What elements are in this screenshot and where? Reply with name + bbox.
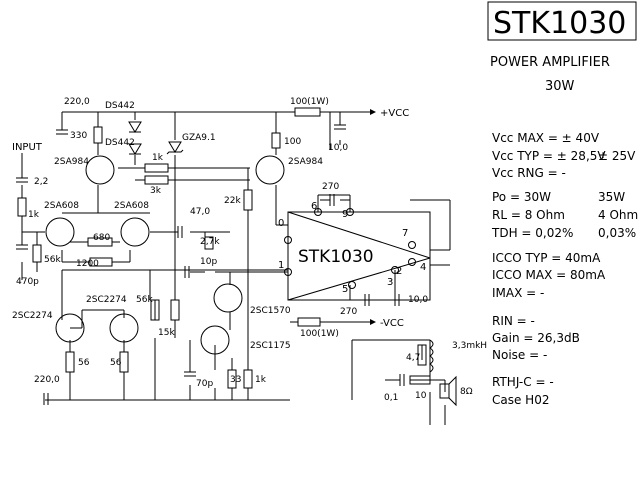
spec-rin: RIN = - bbox=[492, 314, 535, 328]
label-c10p: 10p bbox=[200, 257, 217, 267]
label-input: INPUT bbox=[12, 142, 43, 153]
label-2sc2274-a: 2SC2274 bbox=[12, 311, 53, 321]
label-r1200: 1200 bbox=[76, 259, 99, 269]
component-labels: INPUT +VCC -VCC 220,0 DS442 330 DS442 GZ… bbox=[12, 97, 487, 403]
label-ds442-a: DS442 bbox=[105, 101, 135, 111]
transistors bbox=[45, 155, 285, 355]
diodes bbox=[128, 121, 184, 155]
spec-noise: Noise = - bbox=[492, 348, 547, 362]
label-ds442-b: DS442 bbox=[105, 138, 135, 148]
speaker bbox=[439, 375, 457, 407]
spec-rl2: 4 Ohm bbox=[598, 208, 638, 222]
label-r22k: 22k bbox=[224, 196, 241, 206]
label-c270-top: 270 bbox=[322, 182, 339, 192]
label-2sc1570: 2SC1570 bbox=[250, 306, 291, 316]
label-2sc2274-b: 2SC2274 bbox=[86, 295, 127, 305]
inductor bbox=[429, 339, 434, 373]
label-r1k-bot: 1k bbox=[255, 375, 267, 385]
label-r100: 100 bbox=[284, 137, 301, 147]
spec-icco-max: ICCO MAX = 80mA bbox=[492, 268, 606, 282]
label-vcc-neg: -VCC bbox=[380, 318, 404, 329]
spec-rl: RL = 8 Ohm bbox=[492, 208, 565, 222]
spec-icco-typ: ICCO TYP = 40mA bbox=[492, 251, 601, 265]
label-c01: 0,1 bbox=[384, 393, 398, 403]
label-c10-top: 10,0 bbox=[328, 143, 348, 153]
spec-case: Case H02 bbox=[492, 393, 549, 407]
pin-6: 6 bbox=[311, 201, 317, 212]
label-r680: 680 bbox=[93, 233, 110, 243]
subtitle-power-amplifier: POWER AMPLIFIER bbox=[490, 55, 610, 70]
spec-tdh2: 0,03% bbox=[598, 226, 636, 240]
spec-gain: Gain = 26,3dB bbox=[492, 331, 580, 345]
spec-vcc-max: Vcc MAX = ± 40V bbox=[492, 131, 600, 145]
spec-rthj: RTHJ-C = - bbox=[492, 375, 554, 389]
rail-arrows bbox=[370, 109, 376, 325]
label-c220-top: 220,0 bbox=[64, 97, 90, 107]
label-2sa984-l: 2SA984 bbox=[54, 157, 89, 167]
spec-po: Po = 30W bbox=[492, 190, 551, 204]
label-r10: 10 bbox=[415, 391, 427, 401]
label-r56k-b: 56k bbox=[136, 295, 153, 305]
label-r3k: 3k bbox=[150, 186, 162, 196]
label-speaker: 8Ω bbox=[460, 387, 473, 397]
label-2sa608-r: 2SA608 bbox=[114, 201, 149, 211]
spec-vcc-rng: Vcc RNG = - bbox=[492, 166, 566, 180]
label-r56k: 56k bbox=[44, 255, 61, 265]
pin-4: 4 bbox=[420, 262, 426, 273]
label-r330: 330 bbox=[70, 131, 87, 141]
subtitle-30w: 30W bbox=[545, 79, 575, 94]
label-2sc1175: 2SC1175 bbox=[250, 341, 291, 351]
pin-1: 1 bbox=[278, 260, 284, 271]
chip-label: STK1030 bbox=[298, 247, 374, 267]
label-r100w-top: 100(1W) bbox=[290, 97, 329, 107]
label-c10-bot: 10,0 bbox=[408, 295, 428, 305]
spec-imax: IMAX = - bbox=[492, 286, 544, 300]
label-c270-bot: 270 bbox=[340, 307, 357, 317]
label-c470p: 470p bbox=[16, 277, 39, 287]
label-r27k: 2,7k bbox=[200, 237, 220, 247]
title-box bbox=[487, 1, 637, 41]
spec-vcc-typ2: ± 25V bbox=[598, 149, 636, 163]
spec-vcc-typ: Vcc TYP = ± 28,5V bbox=[492, 149, 606, 163]
label-c220-bot: 220,0 bbox=[34, 375, 60, 385]
pin-3: 3 bbox=[387, 277, 393, 288]
resistors bbox=[17, 107, 431, 389]
label-r15k: 15k bbox=[158, 328, 175, 338]
spec-block: Vcc MAX = ± 40V Vcc TYP = ± 28,5V ± 25V … bbox=[491, 131, 638, 407]
label-r1k-in: 1k bbox=[28, 210, 40, 220]
label-r33: 33 bbox=[230, 375, 241, 385]
spec-tdh: TDH = 0,02% bbox=[491, 226, 573, 240]
pin-7: 7 bbox=[402, 228, 408, 239]
chip-title: STK1030 bbox=[493, 6, 626, 41]
label-c70p: 70p bbox=[196, 379, 213, 389]
label-r47: 4,7 bbox=[406, 353, 420, 363]
stk1030-chip-symbol: STK1030 bbox=[287, 211, 431, 301]
pin-2: 2 bbox=[396, 266, 402, 277]
label-vcc-pos: +VCC bbox=[380, 108, 409, 119]
pin-9: 9 bbox=[342, 209, 348, 220]
label-r56-b: 56 bbox=[110, 358, 122, 368]
label-2sa608-l: 2SA608 bbox=[44, 201, 79, 211]
label-c47: 47,0 bbox=[190, 207, 210, 217]
spec-po2: 35W bbox=[598, 190, 625, 204]
label-2sa984-r: 2SA984 bbox=[288, 157, 323, 167]
pin-5: 5 bbox=[342, 284, 348, 295]
pin-circles bbox=[284, 208, 416, 289]
capacitors bbox=[16, 124, 405, 405]
pin-0: 0 bbox=[278, 218, 284, 229]
label-r1k-top: 1k bbox=[152, 153, 164, 163]
pin-labels: 0 6 9 7 4 1 2 3 5 bbox=[278, 201, 426, 295]
label-r100w-bot: 100(1W) bbox=[300, 329, 339, 339]
label-c22: 2,2 bbox=[34, 177, 48, 187]
label-gza: GZA9.1 bbox=[182, 133, 216, 143]
label-l33: 3,3mkH bbox=[452, 341, 487, 351]
label-r56-a: 56 bbox=[78, 358, 90, 368]
